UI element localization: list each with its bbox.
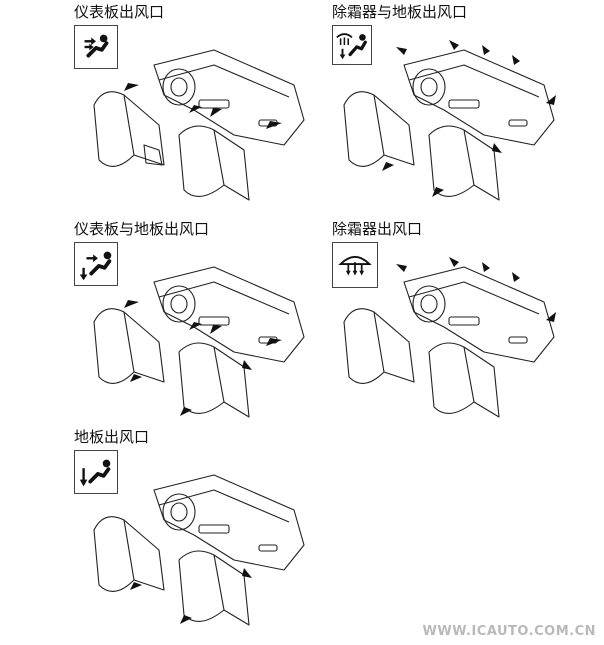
mode-floor: 地板出风口 [74, 428, 364, 633]
watermark: WWW.ICAUTO.COM.CN [422, 624, 596, 639]
panel-title: 仪表板与地板出风口 [74, 220, 210, 238]
car-interior-illustration [84, 450, 354, 635]
panel-title: 仪表板出风口 [74, 3, 165, 21]
interior-drawing [343, 40, 556, 201]
interior-drawing [343, 257, 556, 418]
mode-defrost-floor: 除霜器与地板出风口 [332, 3, 604, 208]
car-interior-illustration [334, 25, 604, 210]
car-interior-illustration [84, 25, 354, 210]
car-interior-illustration [334, 242, 604, 427]
mode-panel-vent: 仪表板出风口 [74, 3, 364, 208]
interior-drawing [93, 474, 305, 626]
mode-defrost: 除霜器出风口 [332, 220, 604, 425]
panel-floor-icon [74, 242, 118, 286]
car-interior-illustration [84, 242, 354, 427]
floor-vent-icon [74, 450, 118, 494]
interior-drawing [93, 49, 305, 201]
mode-panel-floor: 仪表板与地板出风口 [74, 220, 364, 425]
defroster-icon [332, 242, 378, 288]
panel-title: 除霜器出风口 [332, 220, 423, 238]
panel-vent-icon [74, 25, 118, 69]
panel-title: 地板出风口 [74, 428, 150, 446]
interior-drawing [93, 266, 305, 418]
defrost-floor-icon [332, 25, 372, 65]
panel-title: 除霜器与地板出风口 [332, 3, 468, 21]
